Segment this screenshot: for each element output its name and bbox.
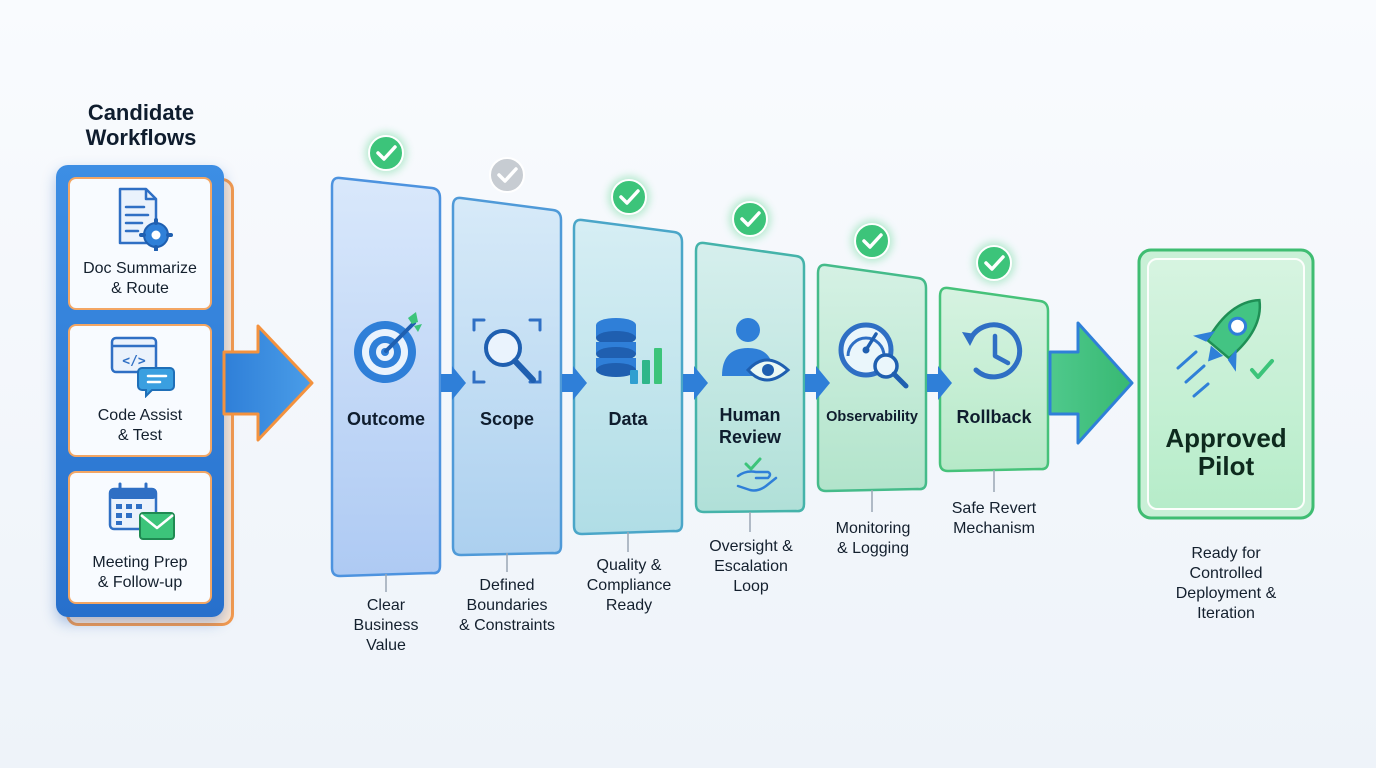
stage-name-human-review: Human Review [696,404,804,448]
stage-desc-scope: Defined Boundaries & Constraints [442,576,572,636]
calendar-envelope-icon [108,482,175,540]
stage-desc-line: Ready [605,597,653,614]
candidate-title-line2: Workflows [85,125,197,150]
check-badge-observability [851,220,893,262]
workflow-label-line1: Doc Summarize [83,260,197,277]
approved-pilot-title: Approved Pilot [1150,424,1302,480]
candidate-workflows-title: Candidate Workflows [60,100,222,150]
pipeline-to-pilot-arrow [1048,321,1134,445]
approved-pilot-panel [1137,248,1315,520]
stage-name-scope: Scope [453,409,561,429]
connector-arrow-4 [805,366,830,400]
stage-panel-scope [451,196,563,557]
stage-name-data: Data [574,409,682,429]
stage-name-line: Scope [479,409,535,429]
stage-desc-observability: Monitoring & Logging [812,519,934,559]
workflow-card-label: Code Assist & Test [70,406,210,446]
check-badge-data [608,176,650,218]
stage-desc-line: Clear [366,597,406,614]
stage-desc-line: Mechanism [953,520,1035,537]
stage-name-observability: Observability [818,408,926,426]
approved-pilot-description: Ready for Controlled Deployment & Iterat… [1150,544,1302,624]
rocket-check-icon [1176,298,1274,398]
stage-connectors [441,366,952,400]
stage-desc-line: Escalation [714,558,788,575]
stage-panels [330,176,1050,578]
target-arrow-icon [354,312,422,383]
stage-name-line: Human [719,405,781,425]
stage-desc-line: Defined [479,577,535,594]
stage-desc-outcome: Clear Business Value [326,596,446,656]
pilot-desc-line: Deployment & [1175,585,1277,602]
magnifier-frame-icon [472,318,542,384]
check-badge-scope [489,157,525,193]
workflow-label-line1: Meeting Prep [92,554,188,571]
candidates-to-pipeline-arrow [222,324,314,442]
check-badge-human-review [729,198,771,240]
stage-name-line: Observability [826,409,918,425]
stage-desc-data: Quality & Compliance Ready [568,556,690,616]
stage-name-line: Outcome [346,409,425,429]
workflow-card-doc-summarize[interactable]: Doc Summarize & Route [68,177,212,310]
stage-desc-line: Loop [733,578,769,595]
stage-panel-observability [816,263,928,493]
stage-name-line: Rollback [956,407,1032,427]
stage-desc-rollback: Safe Revert Mechanism [932,499,1056,539]
workflow-label-line2: & Test [117,427,163,444]
candidate-title-line1: Candidate [87,100,195,125]
clock-rewind-icon [962,322,1023,380]
check-badge-outcome [365,132,407,174]
workflow-label-line2: & Follow-up [97,574,183,591]
stage-desc-line: Safe Revert [951,500,1037,517]
pilot-desc-line: Ready for [1191,545,1261,562]
pilot-title-line2: Pilot [1197,451,1255,481]
connector-arrow-3 [683,366,708,400]
stage-desc-line: Value [366,637,406,654]
connector-arrow-5 [927,366,952,400]
stage-desc-line: Boundaries [466,597,548,614]
pilot-desc-line: Controlled [1189,565,1263,582]
stage-name-line: Data [608,409,648,429]
pilot-desc-line: Iteration [1197,605,1255,622]
gauge-magnifier-icon [838,322,909,389]
candidate-workflows-panel: Doc Summarize & Route </> Code Assist & … [56,165,224,617]
workflow-card-meeting-prep[interactable]: Meeting Prep & Follow-up [68,471,212,604]
stage-panel-human-review [694,241,806,514]
stage-desc-line: Business [353,617,419,634]
stage-desc-human-review: Oversight & Escalation Loop [690,537,812,597]
workflow-card-code-assist[interactable]: </> Code Assist & Test [68,324,212,457]
person-eye-icon [722,318,791,492]
stage-panel-data [572,218,684,536]
workflow-card-label: Meeting Prep & Follow-up [70,553,210,593]
stage-desc-line: Oversight & [709,538,793,555]
stage-desc-line: Monitoring [835,520,911,537]
pilot-title-line1: Approved [1165,423,1287,453]
connector-arrow-1 [441,366,466,400]
stage-desc-line: & Constraints [458,617,556,634]
code-window-chat-icon: </> [110,336,175,398]
stage-desc-line: Compliance [586,577,672,594]
workflow-label-line2: & Route [111,280,169,297]
stage-desc-line: Quality & [596,557,662,574]
check-badges [365,132,1015,284]
svg-text:</>: </> [122,354,146,369]
workflow-card-label: Doc Summarize & Route [70,259,210,299]
stage-desc-line: & Logging [836,540,910,557]
stage-panel-rollback [938,286,1050,473]
workflow-label-line1: Code Assist [97,407,183,424]
check-badge-rollback [973,242,1015,284]
document-gear-icon [118,187,173,251]
connector-arrow-2 [562,366,587,400]
database-chart-icon [596,318,662,384]
stage-name-line: Review [718,427,782,447]
stage-name-outcome: Outcome [332,409,440,429]
stage-name-rollback: Rollback [940,407,1048,427]
description-leaders [385,470,995,592]
